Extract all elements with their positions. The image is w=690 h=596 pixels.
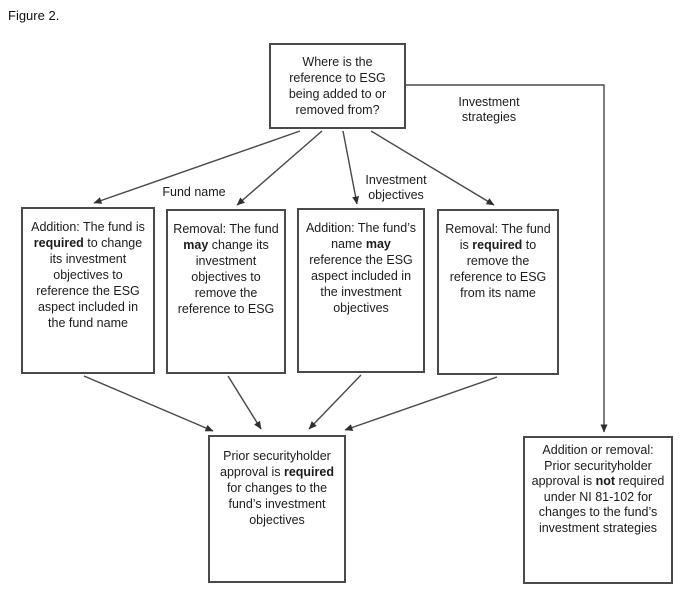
arrow-root-to-fund-name-addition [93,130,301,204]
node-question-root: Where is the reference to ESG being adde… [269,43,406,129]
branch-label-investment-strategies: Investment strategies [458,95,520,124]
arrow-root-to-objectives-removal [370,130,495,206]
node-fund-name-removal: Removal: The fund may change its investm… [166,209,286,374]
arrow-fund-name-removal-to-outcome [227,375,262,430]
arrow-fund-name-addition-to-outcome [83,375,214,432]
arrow-root-to-strategies-outcome [406,84,608,433]
arrow-root-to-fund-name-removal [236,130,323,206]
arrow-root-to-objectives-addition [342,130,360,205]
node-outcome-strategies-approval: Addition or removal: Prior securityholde… [523,436,673,584]
arrow-objectives-removal-to-outcome [344,376,498,431]
arrow-objectives-addition-to-outcome [308,374,362,430]
branch-label-fund-name: Fund name [162,185,226,199]
branch-label-investment-objectives: Investment objectives [365,173,427,202]
figure-caption: Figure 2. [8,8,60,23]
node-outcome-objectives-approval: Prior securityholder approval is require… [208,435,346,583]
node-objectives-removal: Removal: The fund is required to remove … [437,209,559,375]
node-fund-name-addition: Addition: The fund is required to change… [21,207,155,374]
node-objectives-addition: Addition: The fund’s name may reference … [297,208,425,373]
